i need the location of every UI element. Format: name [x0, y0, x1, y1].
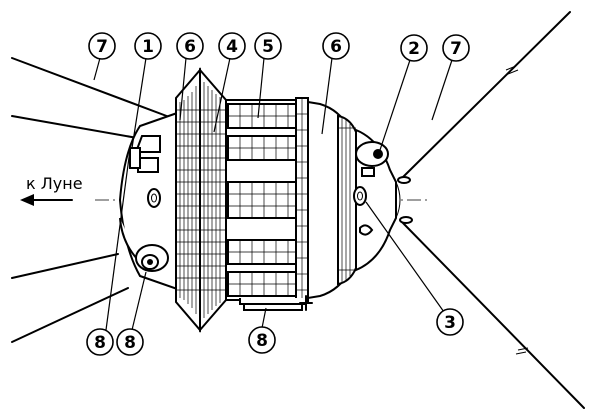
rear-compartment — [118, 110, 181, 292]
svg-text:3: 3 — [444, 313, 456, 333]
cylindrical-body — [225, 97, 313, 311]
camera-icon — [355, 141, 389, 167]
svg-text:6: 6 — [184, 37, 196, 57]
callout-7-right: 7 — [442, 34, 470, 62]
direction-label: к Луне — [26, 174, 83, 193]
callout-6-right: 6 — [322, 32, 350, 60]
right-antennas — [401, 11, 585, 409]
callout-4: 4 — [218, 32, 246, 60]
callout-2: 2 — [400, 34, 428, 62]
callout-1: 1 — [134, 32, 162, 60]
svg-text:6: 6 — [330, 37, 342, 57]
moon-direction: к Луне — [20, 174, 83, 206]
svg-text:4: 4 — [226, 37, 238, 57]
callout-6-left: 6 — [176, 32, 204, 60]
svg-text:2: 2 — [408, 39, 420, 59]
forward-compartment — [307, 100, 413, 300]
arrow-left-icon — [20, 194, 34, 206]
callout-7-left: 7 — [88, 32, 116, 60]
svg-text:8: 8 — [94, 333, 106, 353]
callout-8-b: 8 — [116, 328, 144, 356]
svg-text:7: 7 — [450, 39, 462, 59]
svg-text:7: 7 — [96, 37, 108, 57]
callout-8-c: 8 — [248, 326, 276, 354]
leaders — [93, 57, 453, 331]
callout-8-a: 8 — [86, 328, 114, 356]
svg-text:5: 5 — [262, 37, 274, 57]
nozzle-icon — [353, 186, 367, 206]
nozzle-icon — [147, 188, 161, 208]
callout-5: 5 — [254, 32, 282, 60]
svg-text:1: 1 — [142, 37, 154, 57]
svg-text:8: 8 — [256, 331, 268, 351]
svg-text:8: 8 — [124, 333, 136, 353]
callout-3: 3 — [436, 308, 464, 336]
radiator-panel — [175, 67, 227, 333]
